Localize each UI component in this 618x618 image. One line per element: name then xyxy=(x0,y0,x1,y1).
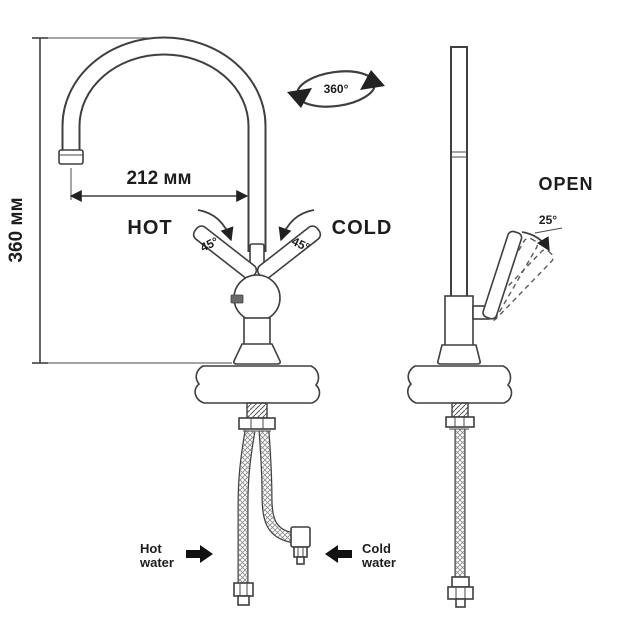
dimension-reach: 212 мм xyxy=(69,168,249,202)
hot-water-callout: Hot water xyxy=(139,541,213,570)
supply-hose-side xyxy=(447,429,474,608)
side-base-flare xyxy=(437,344,481,365)
cold-water-label-line1: Cold xyxy=(362,541,391,556)
rotation-arrow-hot xyxy=(197,209,234,242)
swivel-label: 360° xyxy=(324,82,349,96)
faucet-front-view xyxy=(58,36,322,606)
brand-badge xyxy=(230,294,244,304)
open-angle-label: 25° xyxy=(539,213,557,227)
mounting-shank-front xyxy=(238,402,276,432)
hose-nut-side xyxy=(447,576,474,608)
countertop-front xyxy=(194,365,321,404)
hot-water-arrow-icon xyxy=(186,545,213,563)
cold-water-arrow-icon xyxy=(325,545,352,563)
mounting-shank-side xyxy=(445,402,475,430)
cold-water-callout: Cold water xyxy=(325,541,396,570)
hose-nut-hot xyxy=(233,582,254,606)
gooseneck-spout xyxy=(58,36,267,252)
hot-label: HOT xyxy=(127,217,172,239)
open-annotation: OPEN 25° xyxy=(521,174,593,252)
aerator xyxy=(58,149,84,165)
faucet-side-view xyxy=(407,46,554,608)
cold-label: COLD xyxy=(332,217,393,239)
elbow-fitting-cold xyxy=(290,526,311,565)
hot-water-label-line2: water xyxy=(139,555,174,570)
hot-annotation: HOT 45° xyxy=(127,209,234,255)
base-flare xyxy=(233,343,281,365)
open-label: OPEN xyxy=(538,174,593,194)
side-lever xyxy=(482,230,523,320)
cold-water-label-line2: water xyxy=(361,555,396,570)
hot-water-label-line1: Hot xyxy=(140,541,162,556)
rotation-arrow-cold xyxy=(278,209,315,242)
swivel-arrowhead-bottom xyxy=(287,88,312,108)
supply-hose-hot xyxy=(233,430,256,606)
swivel-indicator: 360° xyxy=(287,70,385,108)
swivel-arrowhead-top xyxy=(360,70,385,90)
reach-dimension-label: 212 мм xyxy=(126,168,191,189)
supply-hose-cold xyxy=(258,430,311,565)
cold-annotation: COLD 45° xyxy=(278,209,393,255)
side-body-block xyxy=(444,295,474,347)
countertop-side xyxy=(407,365,513,404)
height-dimension-label: 360 мм xyxy=(6,197,27,262)
dimension-height: 360 мм xyxy=(6,37,232,364)
open-arc xyxy=(521,231,550,252)
body-neck xyxy=(243,317,271,346)
side-spout-tube xyxy=(450,46,468,299)
